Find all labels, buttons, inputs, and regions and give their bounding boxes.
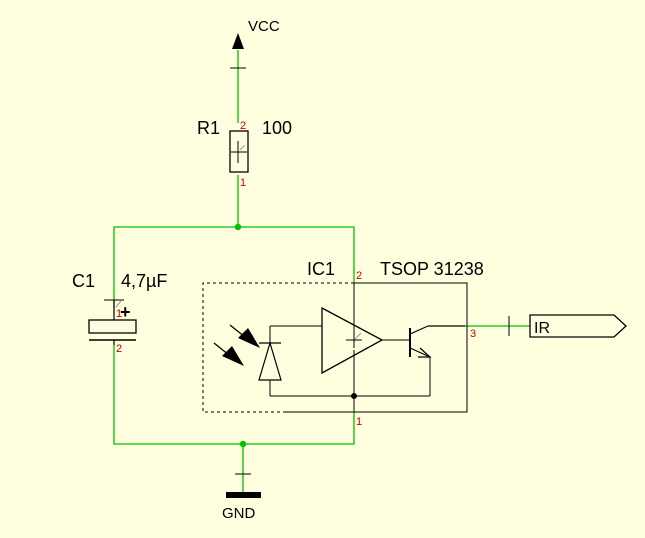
ic-ic1-internal-junction [351, 393, 357, 399]
resistor-r1-origin-tick [239, 144, 246, 151]
amplifier-grey-tick [354, 332, 362, 340]
junction-top [234, 223, 242, 231]
photodiode-icon [258, 340, 282, 381]
vcc-label: VCC [248, 18, 280, 35]
light-arrow-1-icon [222, 346, 244, 366]
ir-label: IR [534, 320, 550, 337]
resistor-r1[interactable]: R1 100 2 1 [197, 118, 292, 189]
ic-ic1-package-solid [285, 282, 468, 413]
ic-ic1[interactable]: IC1 TSOP 31238 2 3 1 [202, 259, 484, 428]
light-arrow-2-icon [238, 328, 260, 348]
ic-ic1-value: TSOP 31238 [380, 259, 484, 279]
ic-ic1-package-dashed [202, 282, 354, 413]
resistor-r1-value: 100 [262, 118, 292, 138]
ic-ic1-pin-1: 1 [356, 416, 362, 428]
gnd-label: GND [222, 505, 256, 522]
ic-ic1-pin-2: 2 [356, 270, 362, 282]
resistor-r1-pin-2: 2 [240, 120, 246, 132]
wires [113, 50, 530, 492]
wire-top-bus [113, 226, 355, 308]
capacitor-c1-value: 4,7µF [121, 271, 167, 291]
resistor-r1-body [229, 130, 249, 173]
capacitor-c1[interactable]: + C1 4,7µF 1 2 [72, 271, 167, 355]
ir-flag-icon [529, 314, 627, 338]
capacitor-c1-pin-2: 2 [116, 343, 122, 355]
capacitor-c1-polarity: + [120, 302, 131, 322]
resistor-r1-ref: R1 [197, 118, 220, 138]
capacitor-c1-plate-positive [88, 319, 137, 334]
gnd-bar-icon [226, 492, 261, 498]
transistor-emitter [409, 347, 431, 358]
gnd-symbol[interactable]: GND [222, 473, 261, 522]
vcc-symbol[interactable]: VCC [230, 18, 280, 69]
transistor-collector [409, 325, 429, 335]
ir-net-label[interactable]: IR [508, 314, 627, 338]
junction-bottom [239, 440, 247, 448]
capacitor-c1-pin-1: 1 [116, 308, 122, 320]
vcc-arrow-icon [232, 33, 244, 49]
resistor-r1-pin-1: 1 [240, 177, 246, 189]
ic-ic1-ref: IC1 [307, 259, 335, 279]
ic-ic1-pin-3: 3 [470, 328, 476, 340]
wire-bottom-bus [113, 345, 355, 445]
capacitor-c1-ref: C1 [72, 271, 95, 291]
amplifier-icon [321, 306, 384, 375]
capacitor-c1-grey-tick [115, 300, 122, 308]
